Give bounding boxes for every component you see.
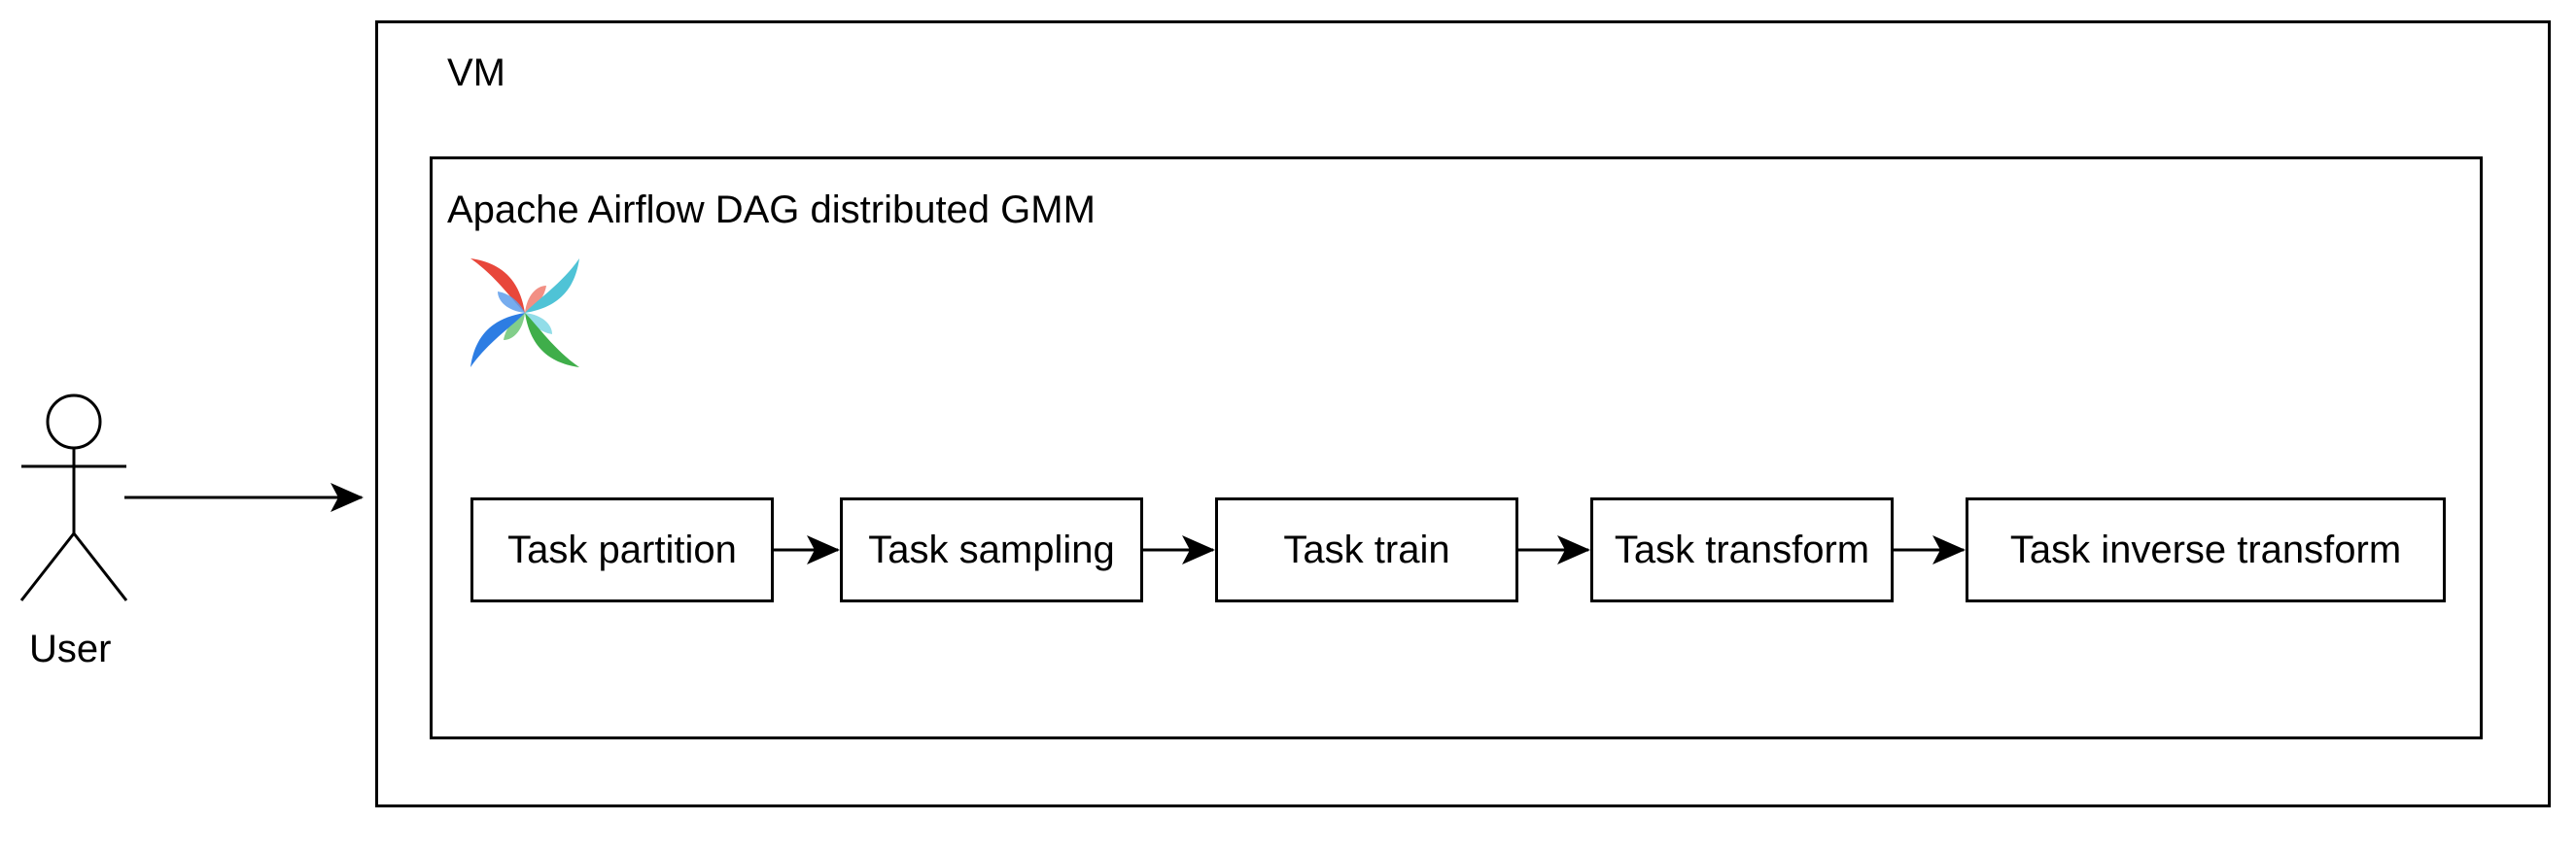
logo-blade-teal [525, 258, 579, 313]
logo-blade-blue [470, 313, 525, 367]
logo-blade-red [470, 258, 525, 313]
task-train-box: Task train [1215, 497, 1518, 602]
logo-blade-green-light [504, 313, 525, 340]
apache-airflow-pinwheel-icon [470, 258, 579, 367]
task-sampling-box: Task sampling [840, 497, 1143, 602]
logo-blade-blue-light [498, 291, 525, 313]
vm-label: VM [447, 51, 505, 94]
actor-right-leg [72, 532, 128, 601]
actor-head [46, 393, 102, 450]
task-partition-box: Task partition [470, 497, 774, 602]
user-label: User [29, 628, 112, 670]
dag-container [430, 156, 2483, 739]
actor-left-leg [19, 532, 76, 601]
dag-label: Apache Airflow DAG distributed GMM [447, 188, 1096, 231]
task-inverse-transform-box: Task inverse transform [1966, 497, 2446, 602]
task-transform-box: Task transform [1590, 497, 1894, 602]
logo-blade-red-light [525, 286, 546, 313]
logo-blade-teal-light [525, 313, 552, 334]
user-actor-icon [19, 393, 128, 601]
logo-blade-green [525, 313, 579, 367]
